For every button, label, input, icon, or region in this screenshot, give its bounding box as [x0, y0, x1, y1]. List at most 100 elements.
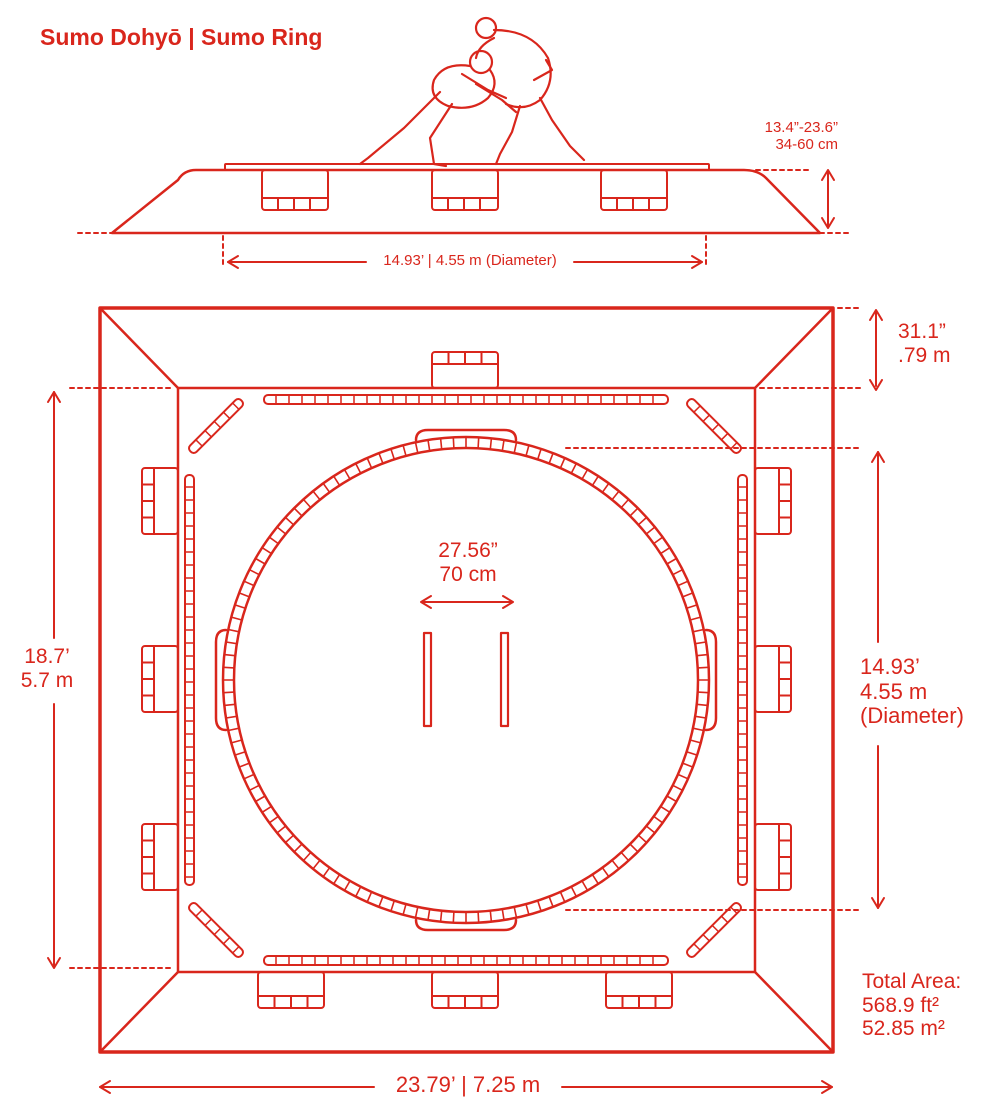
ring-tick — [694, 715, 707, 719]
shikiri-imperial: 27.56” — [438, 539, 498, 562]
ring-tick — [402, 444, 407, 457]
ring-tick — [629, 507, 639, 517]
ring-tick — [681, 592, 694, 598]
ring-tick — [659, 546, 671, 555]
ring-arrow-top — [871, 451, 885, 463]
corner-bale — [686, 902, 742, 958]
ring-arrow-bottom — [871, 897, 885, 909]
ring-tick — [559, 891, 566, 903]
total-area-metric: 52.85 m² — [862, 1017, 945, 1041]
ring-tick — [354, 885, 362, 898]
inner-side-imperial: 18.7’ — [24, 645, 70, 668]
ring-tick — [489, 437, 493, 451]
ring-tick — [243, 773, 255, 780]
ring-tick — [302, 851, 312, 862]
ring-tick — [591, 873, 600, 885]
height-arrow-top — [821, 169, 835, 181]
inner-arrow-top — [47, 391, 61, 403]
ring-tick — [276, 526, 287, 535]
straw-bales — [184, 394, 748, 966]
ring-tick — [652, 536, 664, 545]
ring-tick — [227, 727, 240, 732]
ring-tick — [548, 895, 554, 908]
ring-circle — [221, 435, 711, 925]
ring-tick — [477, 436, 480, 450]
shikiri-metric: 70 cm — [439, 562, 497, 586]
ring-tick — [284, 834, 295, 844]
ring-tick — [225, 641, 238, 645]
ring-tick — [513, 906, 518, 919]
corner-bevels — [98, 306, 835, 1054]
ring-tick — [276, 825, 287, 834]
ring-diameter-label: 14.93’ 4.55 m (Diameter) — [860, 654, 964, 729]
ring-tick — [695, 653, 709, 657]
diameter-arrow-left — [227, 255, 239, 269]
ring-tick — [332, 873, 341, 885]
ring-tick — [525, 903, 530, 916]
straw-bale — [263, 955, 669, 966]
ring-tick — [581, 468, 589, 480]
height-imperial: 13.4”-23.6” — [764, 119, 838, 136]
ring-tick — [611, 490, 620, 501]
plan-step — [141, 823, 179, 891]
total-area-label: Total Area: 568.9 ft² 52.85 m² — [862, 970, 961, 1041]
width-arrow-left — [99, 1080, 111, 1094]
ring-tick — [570, 462, 578, 475]
ring-tick — [601, 482, 610, 494]
ring-tick — [230, 739, 243, 744]
ring-tick — [677, 773, 689, 780]
page-title: Sumo Dohyō | Sumo Ring — [40, 24, 323, 50]
ring-diameter-metric: 4.55 m — [860, 678, 928, 704]
ring-tick — [222, 691, 236, 694]
ring-tick — [248, 568, 261, 576]
ring-tick — [689, 739, 702, 744]
plan-step — [141, 467, 179, 535]
ring-tick — [692, 727, 705, 732]
ring-tick — [284, 516, 295, 526]
ring-tick — [696, 691, 710, 694]
ring-diameter-imperial: 14.93’ — [860, 654, 920, 679]
plan-step — [754, 823, 792, 891]
edge-arrow-top — [869, 309, 883, 321]
plan-step — [754, 467, 792, 535]
ring-tick — [501, 439, 505, 452]
dohyo-mound-profile — [110, 168, 822, 235]
ring-diameter-note: (Diameter) — [860, 703, 964, 729]
tokudawara-bulges — [214, 428, 718, 932]
ring-tick — [570, 885, 578, 898]
ring-tick — [238, 762, 251, 768]
plan-step — [754, 645, 792, 713]
corner-bale — [188, 398, 244, 454]
shikiri-arrow-left — [420, 595, 432, 609]
ring-tick — [261, 546, 273, 555]
shikiri-arrow-right — [502, 595, 514, 609]
ring-tick — [439, 437, 443, 451]
ring-tick — [248, 784, 261, 792]
ring-tick — [677, 580, 689, 587]
overall-width-label: 23.79’ | 7.25 m — [395, 1072, 541, 1097]
ring-tick — [390, 448, 396, 461]
ring-tick — [581, 880, 589, 892]
shikiri-line-left — [422, 631, 433, 728]
ring-tick — [414, 441, 419, 454]
total-area-heading: Total Area: — [862, 970, 962, 993]
ring-tick — [354, 462, 362, 475]
plan-step — [605, 971, 673, 1009]
elevation-diameter-label: 14.93’ | 4.55 m (Diameter) — [383, 252, 557, 269]
ring-tick — [223, 653, 237, 657]
height-arrow-bottom — [821, 217, 835, 229]
ring-tick — [611, 859, 620, 870]
ring-tick — [366, 891, 373, 903]
outer-square — [98, 306, 835, 1054]
ring-tick — [302, 498, 312, 509]
ring-tick — [652, 815, 664, 824]
width-arrow-right — [821, 1080, 833, 1094]
ring-tick — [402, 903, 407, 916]
ring-tick — [629, 843, 639, 853]
ring-tick — [234, 604, 247, 610]
ring-tick — [254, 795, 266, 803]
elevation-height-label: 13.4”-23.6” 34-60 cm — [726, 119, 838, 154]
ring-tick — [427, 439, 431, 452]
ring-tick — [222, 666, 236, 669]
